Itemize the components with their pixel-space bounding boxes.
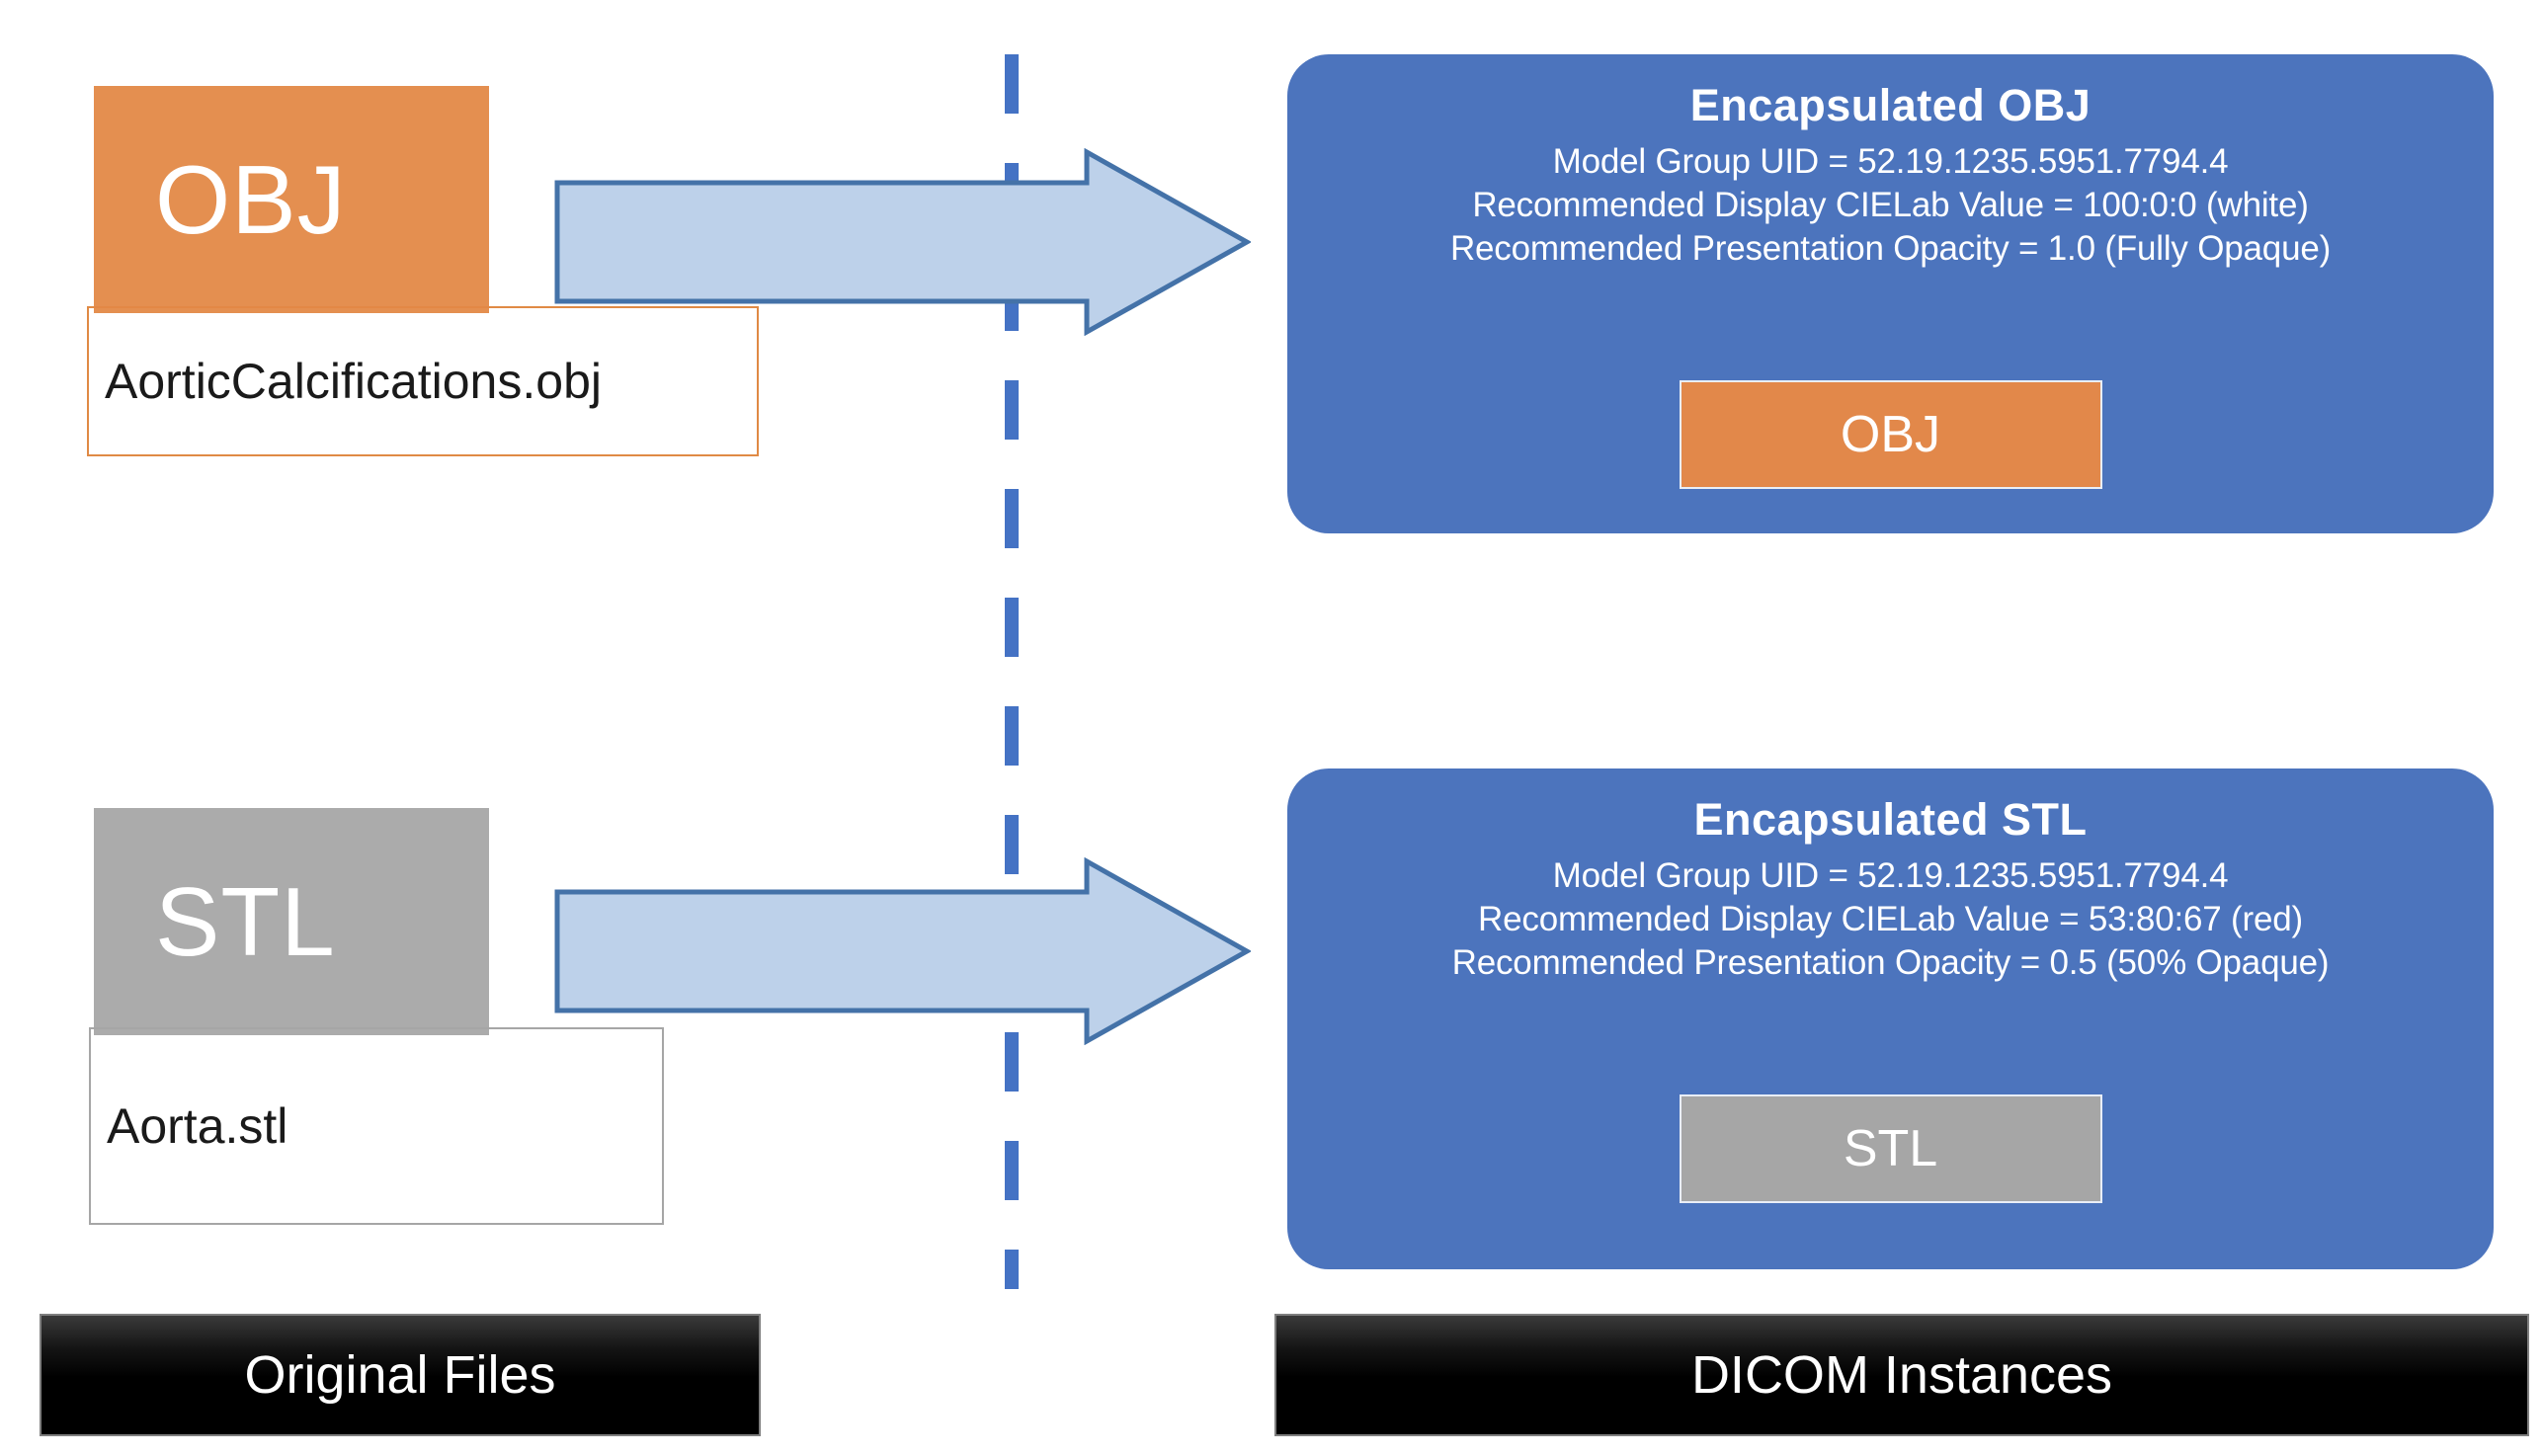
stl-conversion-arrow <box>554 857 1251 1045</box>
dicom-card-stl-line-1: Model Group UID = 52.19.1235.5951.7794.4 <box>1552 856 2229 895</box>
banner-dicom-instances-label: DICOM Instances <box>1690 1345 2113 1405</box>
source-square-obj: OBJ <box>94 86 489 313</box>
file-box-stl: Aorta.stl <box>89 1027 664 1225</box>
dicom-card-obj-title: Encapsulated OBJ <box>1689 80 2092 130</box>
dicom-card-obj-chip-label: OBJ <box>1840 406 1941 463</box>
banner-original-files: Original Files <box>40 1314 761 1436</box>
dicom-card-obj-line-1: Model Group UID = 52.19.1235.5951.7794.4 <box>1552 142 2229 181</box>
dicom-card-obj-line-3: Recommended Presentation Opacity = 1.0 (… <box>1449 229 2332 269</box>
filename-obj: AorticCalcifications.obj <box>105 354 602 409</box>
dicom-card-stl-line-3: Recommended Presentation Opacity = 0.5 (… <box>1451 943 2330 983</box>
obj-conversion-arrow <box>554 148 1251 336</box>
banner-dicom-instances: DICOM Instances <box>1274 1314 2529 1436</box>
source-square-obj-label: OBJ <box>155 144 347 254</box>
dicom-card-stl-line-2: Recommended Display CIELab Value = 53:80… <box>1478 900 2303 939</box>
dicom-card-obj-chip: OBJ <box>1679 380 2102 489</box>
dicom-card-stl-chip-label: STL <box>1843 1120 1938 1177</box>
dicom-card-obj: Encapsulated OBJ Model Group UID = 52.19… <box>1287 54 2494 533</box>
filename-stl: Aorta.stl <box>107 1098 288 1154</box>
dicom-card-stl-title: Encapsulated STL <box>1693 794 2088 845</box>
dicom-card-stl: Encapsulated STL Model Group UID = 52.19… <box>1287 768 2494 1269</box>
file-box-obj: AorticCalcifications.obj <box>87 306 759 456</box>
source-square-stl: STL <box>94 808 489 1035</box>
dicom-card-obj-line-2: Recommended Display CIELab Value = 100:0… <box>1472 186 2309 225</box>
dicom-card-stl-chip: STL <box>1679 1094 2102 1203</box>
source-square-stl-label: STL <box>155 866 336 976</box>
banner-original-files-label: Original Files <box>244 1345 556 1405</box>
